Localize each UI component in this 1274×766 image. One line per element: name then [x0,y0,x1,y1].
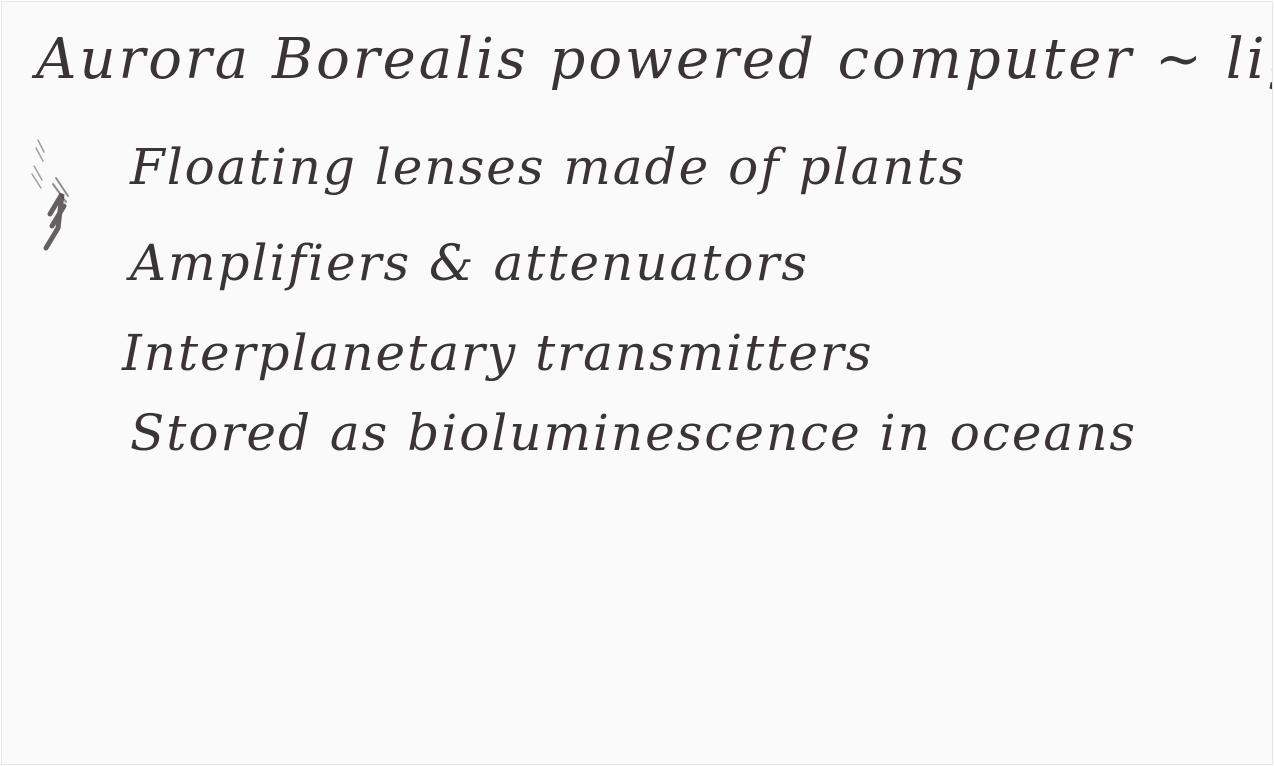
note-line-2: Amplifiers & attenuators [130,234,810,292]
note-line-3: Interplanetary transmitters [122,324,874,382]
note-line-1: Floating lenses made of plants [130,138,967,196]
note-line-4: Stored as bioluminescence in oceans [130,404,1138,462]
note-title: Aurora Borealis powered computer ~ light… [36,27,1272,92]
pencil-scribble-mark [31,139,69,251]
